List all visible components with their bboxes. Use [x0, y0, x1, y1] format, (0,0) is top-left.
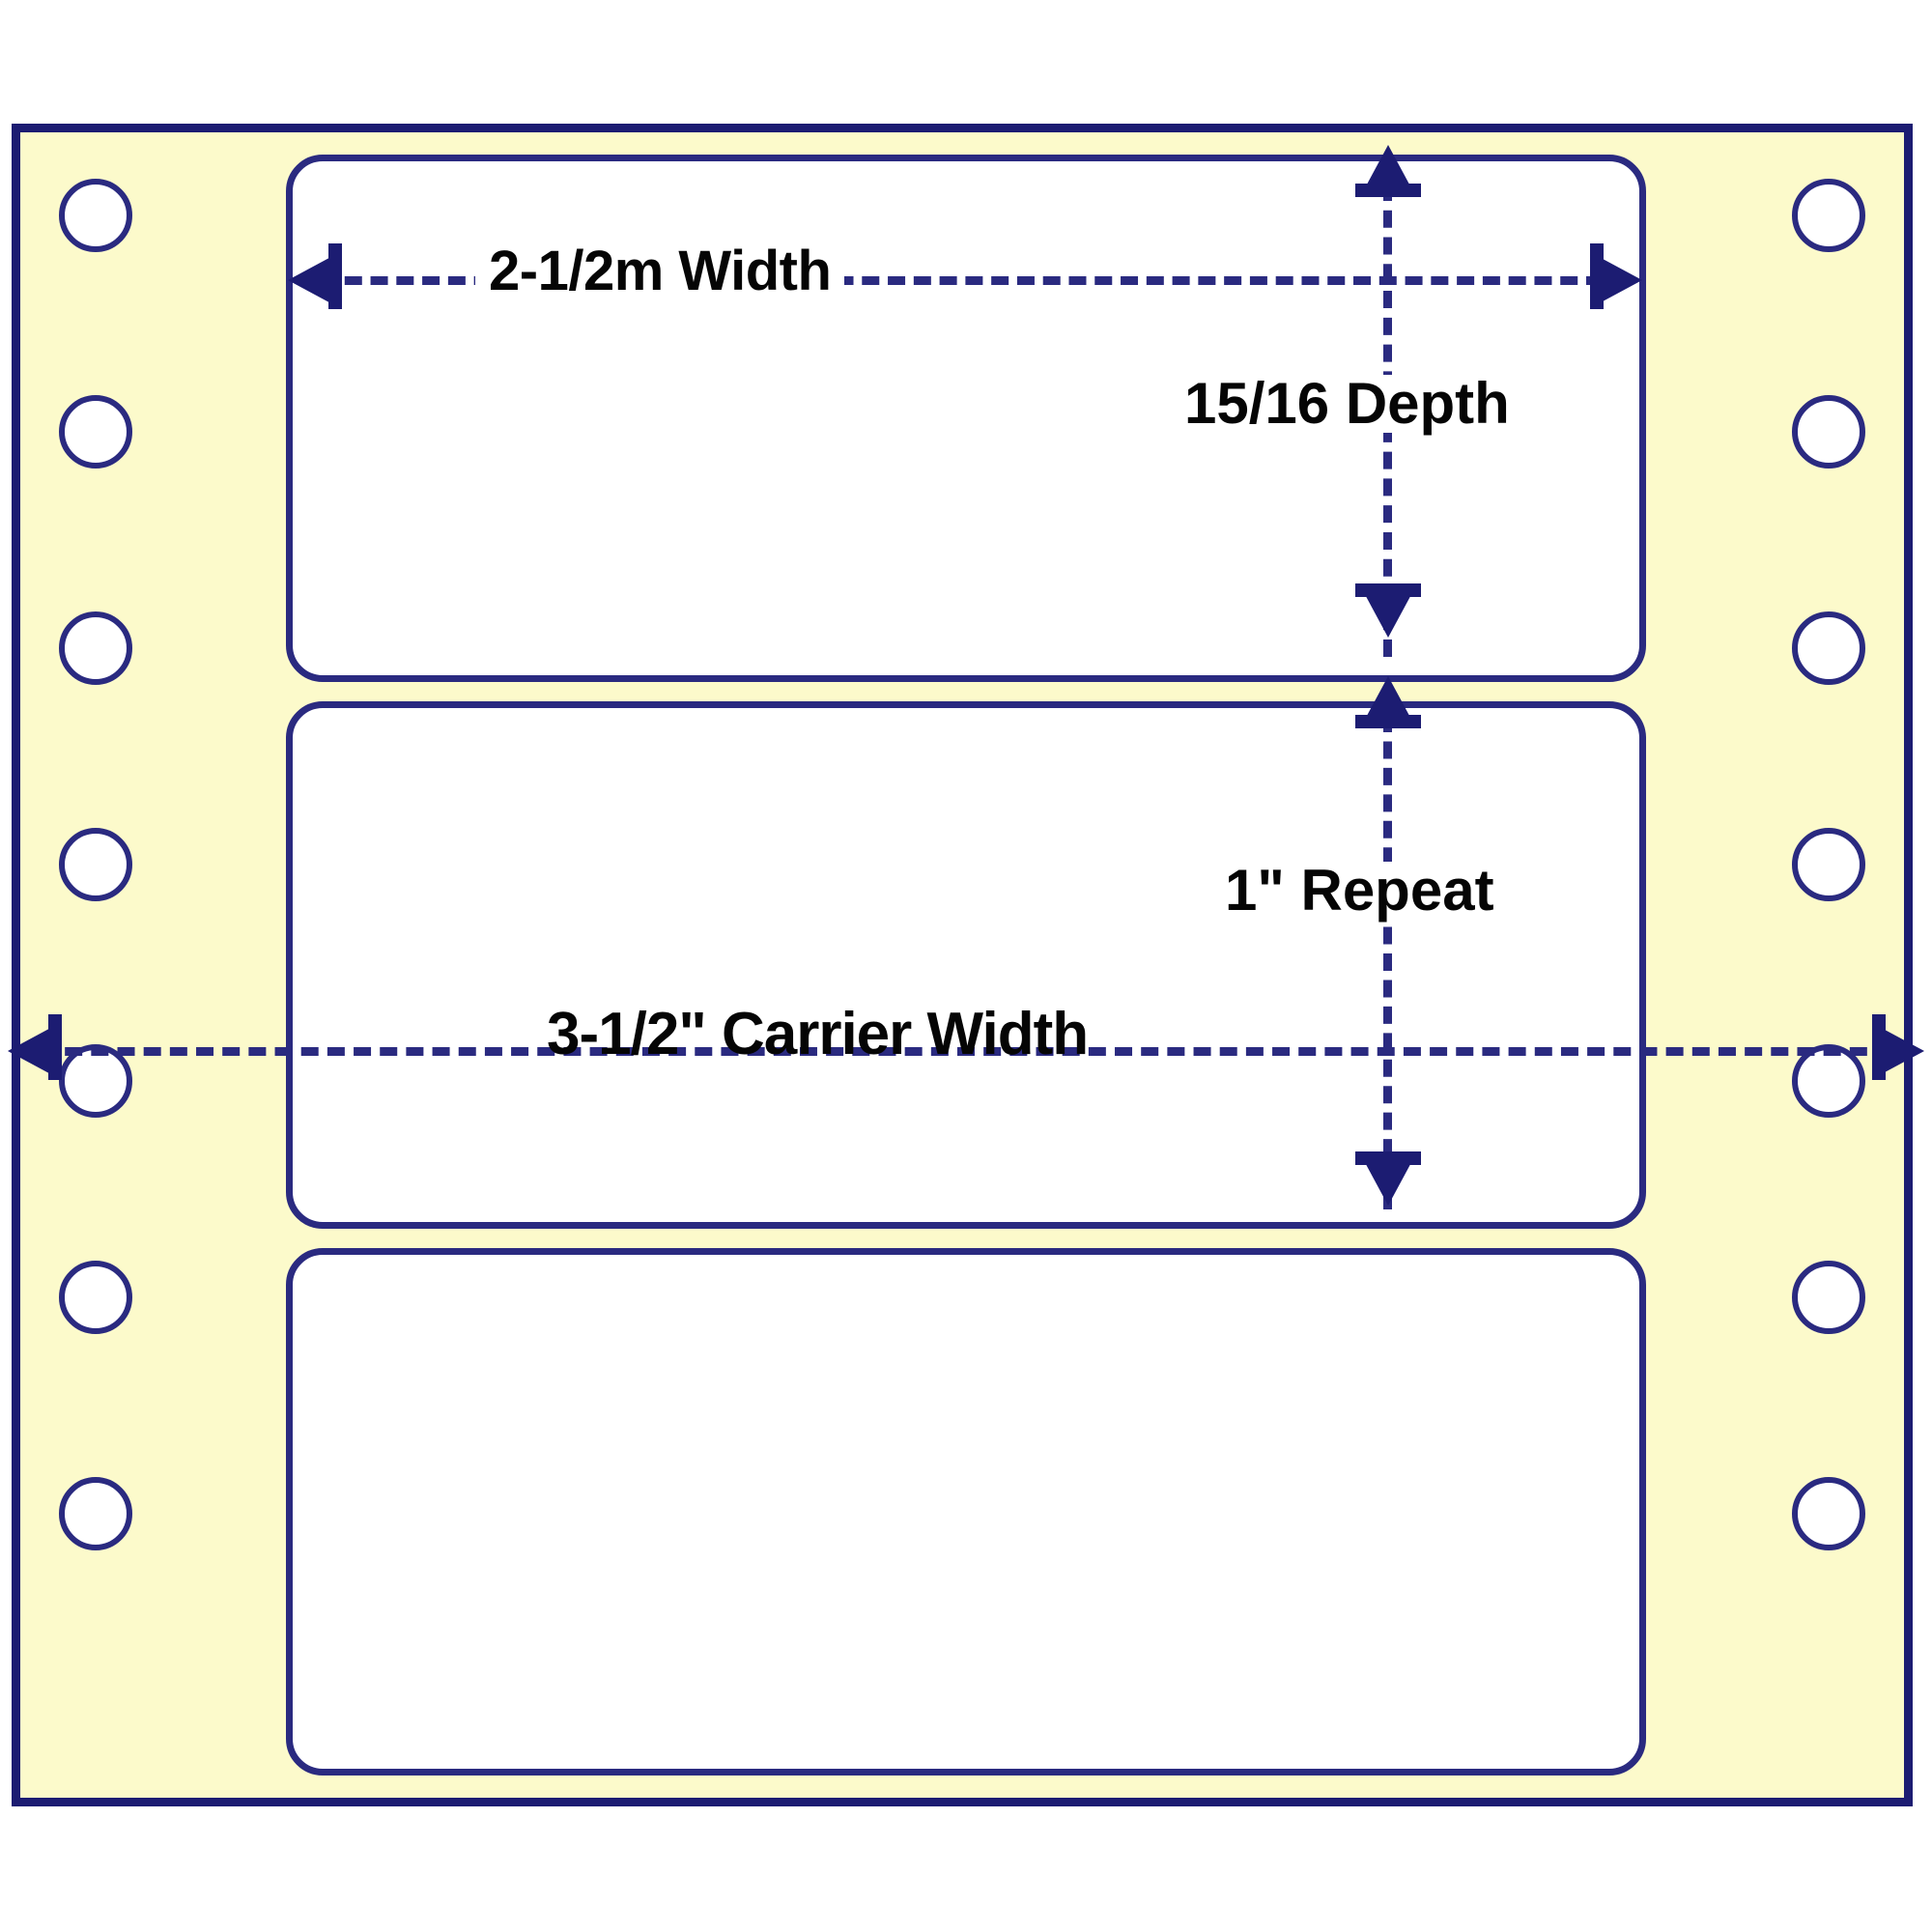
sprocket-hole — [1792, 179, 1865, 252]
sprocket-hole — [59, 828, 132, 901]
sprocket-hole — [59, 179, 132, 252]
carrier-width-dimension-label: 3-1/2" Carrier Width — [547, 1001, 1089, 1067]
width-arrow-right-flare — [1590, 243, 1604, 309]
repeat-arrow-down-flare — [1355, 1151, 1421, 1165]
sprocket-hole — [59, 395, 132, 469]
sprocket-hole — [59, 1477, 132, 1550]
sprocket-hole — [1792, 828, 1865, 901]
label-middle — [286, 701, 1646, 1229]
sprocket-hole — [59, 611, 132, 685]
sprocket-hole — [1792, 1044, 1865, 1118]
carrier-width-arrow-right-flare — [1872, 1014, 1886, 1080]
sprocket-hole — [1792, 1477, 1865, 1550]
width-dimension-line — [319, 276, 1604, 285]
repeat-dimension-label: 1" Repeat — [1209, 862, 1510, 920]
width-dimension-label: 2-1/2m Width — [475, 243, 845, 299]
carrier-width-dimension-line — [39, 1047, 1893, 1056]
sprocket-hole — [1792, 611, 1865, 685]
sprocket-hole — [1792, 395, 1865, 469]
carrier-width-arrow-left-flare — [48, 1014, 62, 1080]
width-arrow-left-flare — [328, 243, 342, 309]
label-bottom — [286, 1248, 1646, 1776]
repeat-arrow-up-flare — [1355, 715, 1421, 728]
depth-arrow-down-flare — [1355, 583, 1421, 597]
sprocket-hole — [1792, 1261, 1865, 1334]
depth-arrow-up-flare — [1355, 184, 1421, 197]
sprocket-hole — [59, 1261, 132, 1334]
repeat-dimension-line — [1383, 715, 1392, 1209]
depth-dimension-label: 15/16 Depth — [1169, 375, 1525, 433]
